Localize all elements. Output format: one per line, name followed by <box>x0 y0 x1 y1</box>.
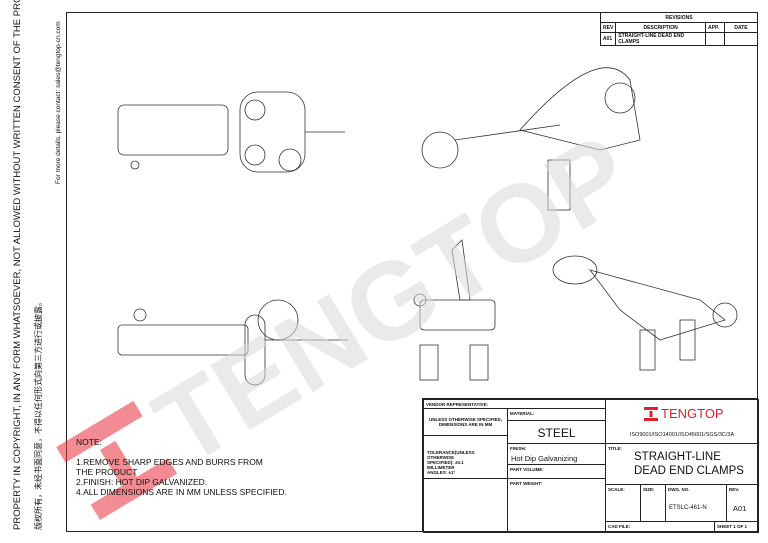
dwg-label: DWG. NO. <box>668 487 690 492</box>
note-line: 4.ALL DIMENSIONS ARE IN MM UNLESS SPECIF… <box>76 487 287 497</box>
top-view-drawing <box>117 91 345 173</box>
title-block: VENDOR REPRESENTATIVE: UNLESS OTHERWISE … <box>422 398 759 533</box>
header-app: APP. <box>705 22 725 33</box>
tengtop-logo-icon <box>644 406 658 421</box>
rev-value: A01 <box>733 504 747 513</box>
cell-date <box>724 32 758 46</box>
iso-view-top-drawing <box>421 67 641 211</box>
rev-label: REV. <box>729 487 740 492</box>
table-row: A01 STRAIGHT-LINE DEAD END CLAMPS <box>599 32 758 46</box>
header-rev: REV <box>599 22 617 33</box>
drawing-frame <box>66 12 758 532</box>
notes-heading: NOTE: <box>76 437 102 447</box>
notes: NOTE: 1.REMOVE SHARP EDGES AND BURRS FRO… <box>76 437 287 497</box>
header-date: DATE <box>724 22 758 33</box>
finish-value: Hot Dip Galvanizing <box>511 454 578 463</box>
cad-file-label: CAD FILE: <box>608 524 631 529</box>
cell-rev: A01 <box>599 32 617 46</box>
drawing-title: STRAIGHT-LINE DEAD END CLAMPS <box>634 450 744 478</box>
note-line: 1.REMOVE SHARP EDGES AND BURRS FROM THE … <box>76 457 263 477</box>
title-line: STRAIGHT-LINE <box>634 451 721 463</box>
tolerance-note: TOLERANCE(UNLESS OTHERWISE SPECIFIED): ±… <box>427 450 475 475</box>
iso-view-bottom-drawing <box>552 255 738 371</box>
part-weight-label: PART WEIGHT: <box>510 481 543 486</box>
material-value: STEEL <box>537 426 576 440</box>
cell-description: STRAIGHT-LINE DEAD END CLAMPS <box>615 32 706 46</box>
dwg-number: ETSLC-461-N <box>669 505 707 511</box>
header-description: DESCRIPTION <box>615 22 706 33</box>
part-volume-label: PART VOLUME: <box>510 467 544 472</box>
sheet-number: SHEET 1 OF 1 <box>717 524 748 529</box>
brand-logo: TENGTOP <box>644 406 724 421</box>
title-line: DEAD END CLAMPS <box>634 465 744 477</box>
note-line: 2.FINISH: HOT DIP GALVANIZED. <box>76 477 208 487</box>
title-label: TITLE: <box>608 446 622 451</box>
revisions-table: REVISIONS REV DESCRIPTION APP. DATE A01 … <box>599 12 758 46</box>
finish-label: FINISH: <box>510 446 527 451</box>
units-note: UNLESS OTHERWISE SPECIFIED, DIMENSIONS A… <box>429 417 502 427</box>
brand-block: TENGTOP ISO9001/ISO14001/ISO45001/SGS/3C… <box>605 399 759 444</box>
revisions-title: REVISIONS <box>600 12 758 23</box>
side-view-drawing <box>413 239 496 381</box>
cell-app <box>705 32 725 46</box>
brand-name: TENGTOP <box>661 406 724 421</box>
scale-label: SCALE: <box>608 487 625 492</box>
front-view-drawing <box>117 299 348 386</box>
size-label: SIZE: <box>643 487 655 492</box>
material-label: MATERIAL: <box>510 411 535 416</box>
certifications: ISO9001/ISO14001/ISO45001/SGS/3C/3A <box>629 432 735 438</box>
vendor-label: VENDOR REPRESENTATIVE: <box>426 402 489 407</box>
